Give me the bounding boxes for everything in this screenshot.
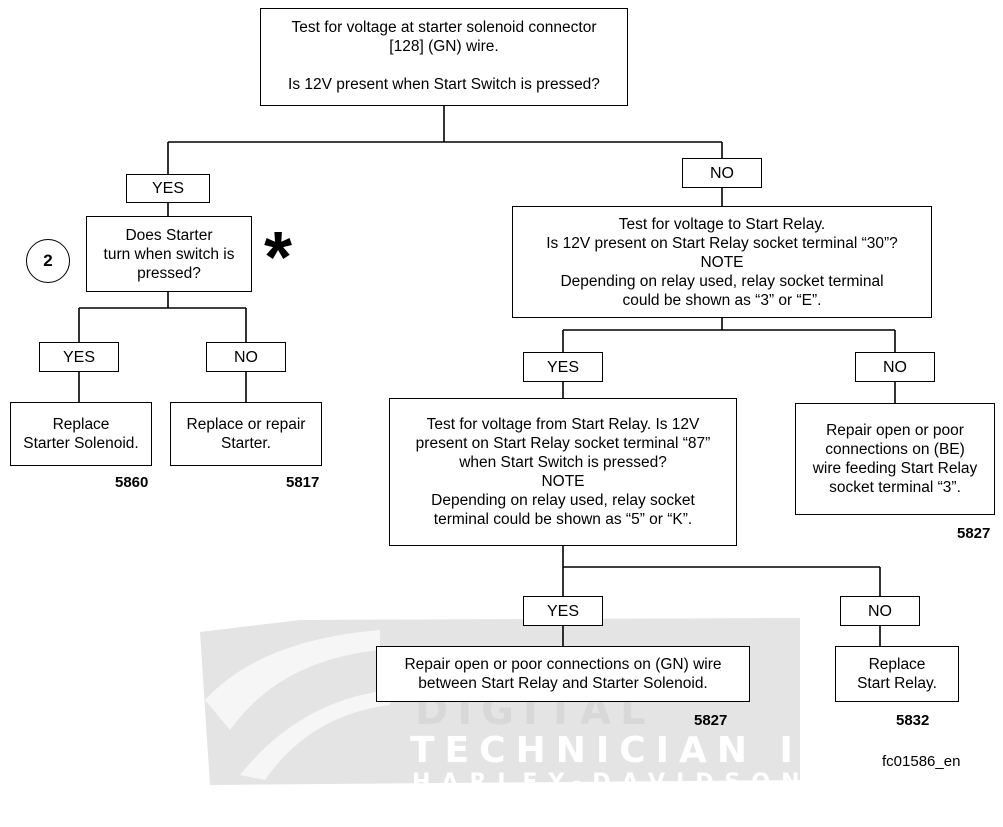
figure-id: fc01586_en (882, 753, 961, 770)
start-line2: [128] (GN) wire. (389, 38, 499, 55)
test-from-relay-box: Test for voltage from Start Relay. Is 12… (389, 398, 737, 546)
yes-label-2: YES (39, 342, 119, 372)
yes-label-1: YES (126, 174, 210, 203)
repair-gn-box: Repair open or poor connections on (GN) … (376, 646, 750, 702)
no-label-2: NO (206, 342, 286, 372)
repair-be-box: Repair open or poor connections on (BE) … (795, 403, 995, 515)
starter-line2: turn when switch is (103, 245, 235, 263)
watermark-line2: TECHNICIAN II (410, 730, 827, 771)
starter-line1: Does Starter (125, 226, 213, 244)
replace-solenoid-box: Replace Starter Solenoid. (10, 402, 152, 466)
start-line1: Test for voltage at starter solenoid con… (291, 19, 597, 36)
code-5832: 5832 (896, 712, 930, 729)
replace-relay-box: Replace Start Relay. (835, 646, 959, 702)
test-relay-box: Test for voltage to Start Relay. Is 12V … (512, 206, 932, 318)
start-test-box: Test for voltage at starter solenoid con… (260, 8, 628, 106)
note-star-icon: * (264, 218, 293, 298)
code-5827-be: 5827 (957, 525, 991, 542)
no-label-4: NO (840, 596, 920, 626)
no-label-3: NO (855, 352, 935, 382)
starter-line3: pressed? (137, 264, 201, 282)
watermark-line3: HARLEY-DAVIDSON (412, 770, 811, 795)
yes-label-4: YES (523, 596, 603, 626)
repair-starter-box: Replace or repair Starter. (170, 402, 322, 466)
step-marker-circle: 2 (26, 239, 70, 283)
code-5860: 5860 (115, 474, 149, 491)
code-5817: 5817 (286, 474, 320, 491)
starter-turn-box: Does Starter turn when switch is pressed… (86, 216, 252, 292)
yes-label-3: YES (523, 352, 603, 382)
start-line3: Is 12V present when Start Switch is pres… (288, 76, 600, 93)
code-5827-gn: 5827 (694, 712, 728, 729)
no-label-1: NO (682, 158, 762, 188)
